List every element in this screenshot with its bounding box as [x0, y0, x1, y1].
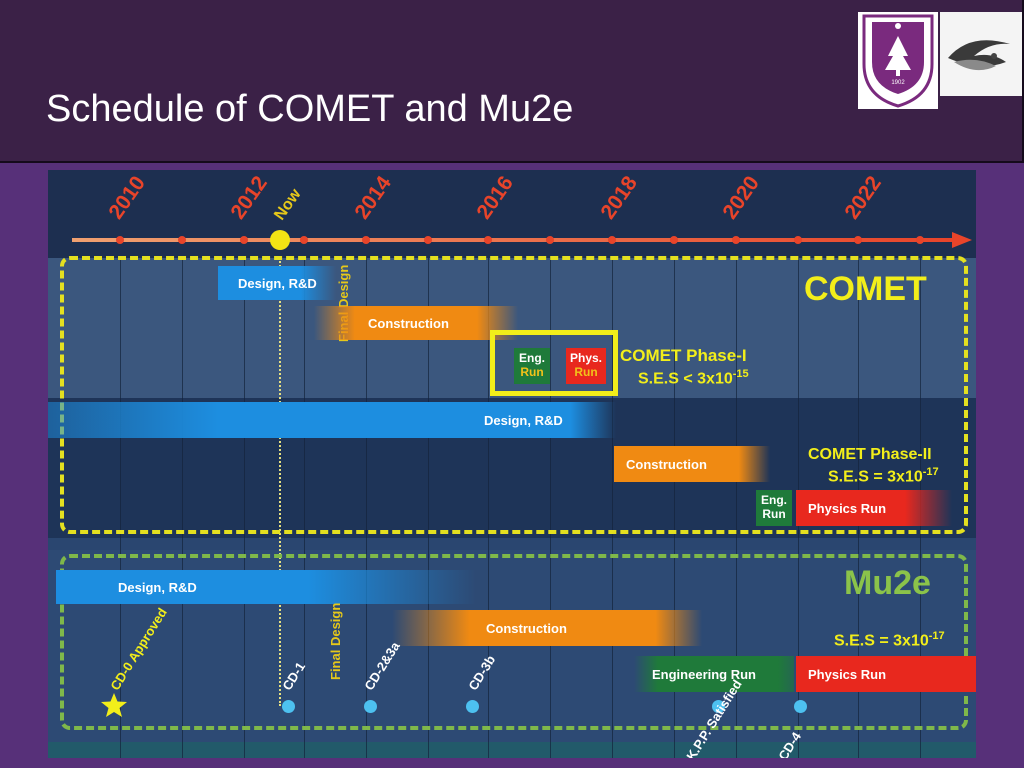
mu2e-ses: S.E.S = 3x10-17 — [834, 630, 945, 650]
comet-phase2-title: COMET Phase-II — [808, 446, 932, 463]
university-seal-icon: 1902 — [858, 12, 938, 109]
comet-phase1-phys-run: Phys.Run — [566, 348, 606, 384]
comet-phase1-ses: S.E.S < 3x10-15 — [638, 368, 749, 388]
cd4-milestone-dot — [794, 700, 807, 713]
comet-phase2-design-bar: Design, R&D — [48, 402, 616, 438]
comet-phase2-physics-run-bar: Physics Run — [796, 490, 952, 526]
comet-phase2-construction-bar: Construction — [614, 446, 770, 482]
now-marker — [270, 230, 290, 250]
cd1-milestone-dot — [282, 700, 295, 713]
mu2e-construction-bar: Construction — [392, 610, 702, 646]
kpp-milestone-dot — [712, 700, 725, 713]
slide-header: Schedule of COMET and Mu2e 1902 — [0, 0, 1024, 163]
schedule-chart: 2010 2012 2014 2016 2018 2020 2022 Now D… — [48, 170, 976, 758]
mu2e-engineering-run-bar: Engineering Run — [634, 656, 794, 692]
svg-text:1902: 1902 — [891, 80, 905, 86]
comet-label: COMET — [804, 270, 927, 308]
phase1-highlight-box — [490, 330, 618, 396]
mu2e-design-bar: Design, R&D — [56, 570, 476, 604]
cd3b-milestone-dot — [466, 700, 479, 713]
cd23a-milestone-dot — [364, 700, 377, 713]
comet-phase1-title: COMET Phase-I — [620, 346, 747, 365]
institute-logo-icon — [940, 12, 1022, 96]
timeline-axis — [72, 230, 972, 250]
comet-phase1-eng-run: Eng.Run — [514, 348, 550, 384]
comet-construction-bar: Construction — [314, 306, 518, 340]
timeline: 2010 2012 2014 2016 2018 2020 2022 Now — [48, 170, 976, 258]
mu2e-frame — [60, 554, 968, 730]
comet-phase2-ses: S.E.S = 3x10-17 — [828, 466, 939, 486]
mu2e-physics-run-bar: Physics Run — [796, 656, 976, 692]
mu2e-label: Mu2e — [844, 564, 931, 602]
comet-frame — [60, 256, 968, 534]
comet-phase2-eng-run: Eng.Run — [756, 490, 792, 526]
now-line — [279, 258, 281, 706]
slide-title: Schedule of COMET and Mu2e — [46, 88, 574, 130]
mu2e-final-design-label: Final Design — [328, 602, 343, 680]
comet-design-bar: Design, R&D — [218, 266, 336, 300]
cd0-star-icon — [101, 693, 127, 717]
